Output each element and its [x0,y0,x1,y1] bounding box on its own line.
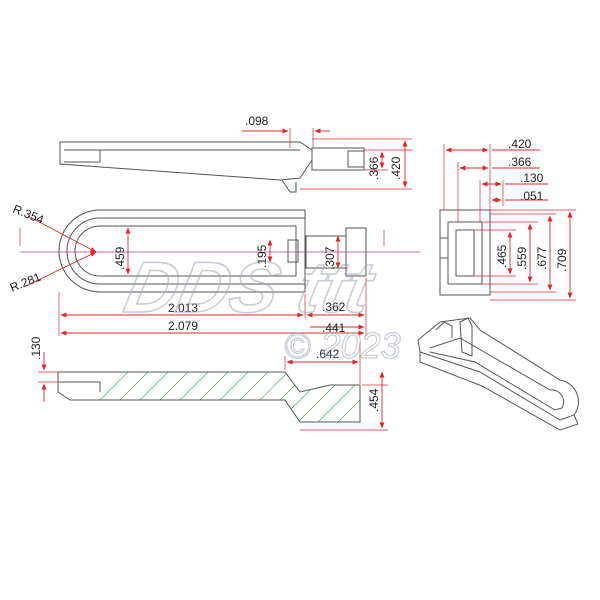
dim-642: .642 [316,347,340,361]
dim-366-end: .366 [508,155,532,169]
end-view-dims: .420 .366 .130 .051 .465 .559 .677 .709 [443,137,576,301]
dim-366-side: .366 [367,156,381,180]
watermark-copyright: © 2023 [284,325,401,366]
side-view-top [59,141,365,193]
dim-130-section: .130 [29,336,43,360]
dim-r281: R.281 [8,270,43,295]
dim-441: .441 [322,321,346,335]
watermark-brand: DDS ttt [118,248,382,328]
dim-130-end: .130 [520,171,544,185]
dim-420-end: .420 [508,137,532,151]
dim-051: .051 [520,189,544,203]
section-dims: .130 .642 .454 [29,336,388,431]
dim-677: .677 [535,246,549,270]
dim-098: .098 [245,114,269,128]
dim-459: .459 [113,246,127,270]
isometric-view [417,317,579,431]
dim-709: .709 [555,248,569,272]
dim-559: .559 [515,246,529,270]
dim-2079: 2.079 [168,319,198,333]
dim-2013: 2.013 [168,301,198,315]
dim-362: .362 [322,300,346,314]
end-view [439,209,491,296]
dim-420-side: .420 [389,156,403,180]
dim-307: .307 [323,246,337,270]
dim-195: .195 [255,244,269,268]
side-view-dims: .098 .366 .420 [242,114,412,190]
dim-465: .465 [495,244,509,268]
watermark: DDS ttt © 2023 [118,247,402,367]
section-view [57,371,361,423]
dim-454: .454 [367,388,381,412]
dim-r354: R.354 [11,202,46,227]
